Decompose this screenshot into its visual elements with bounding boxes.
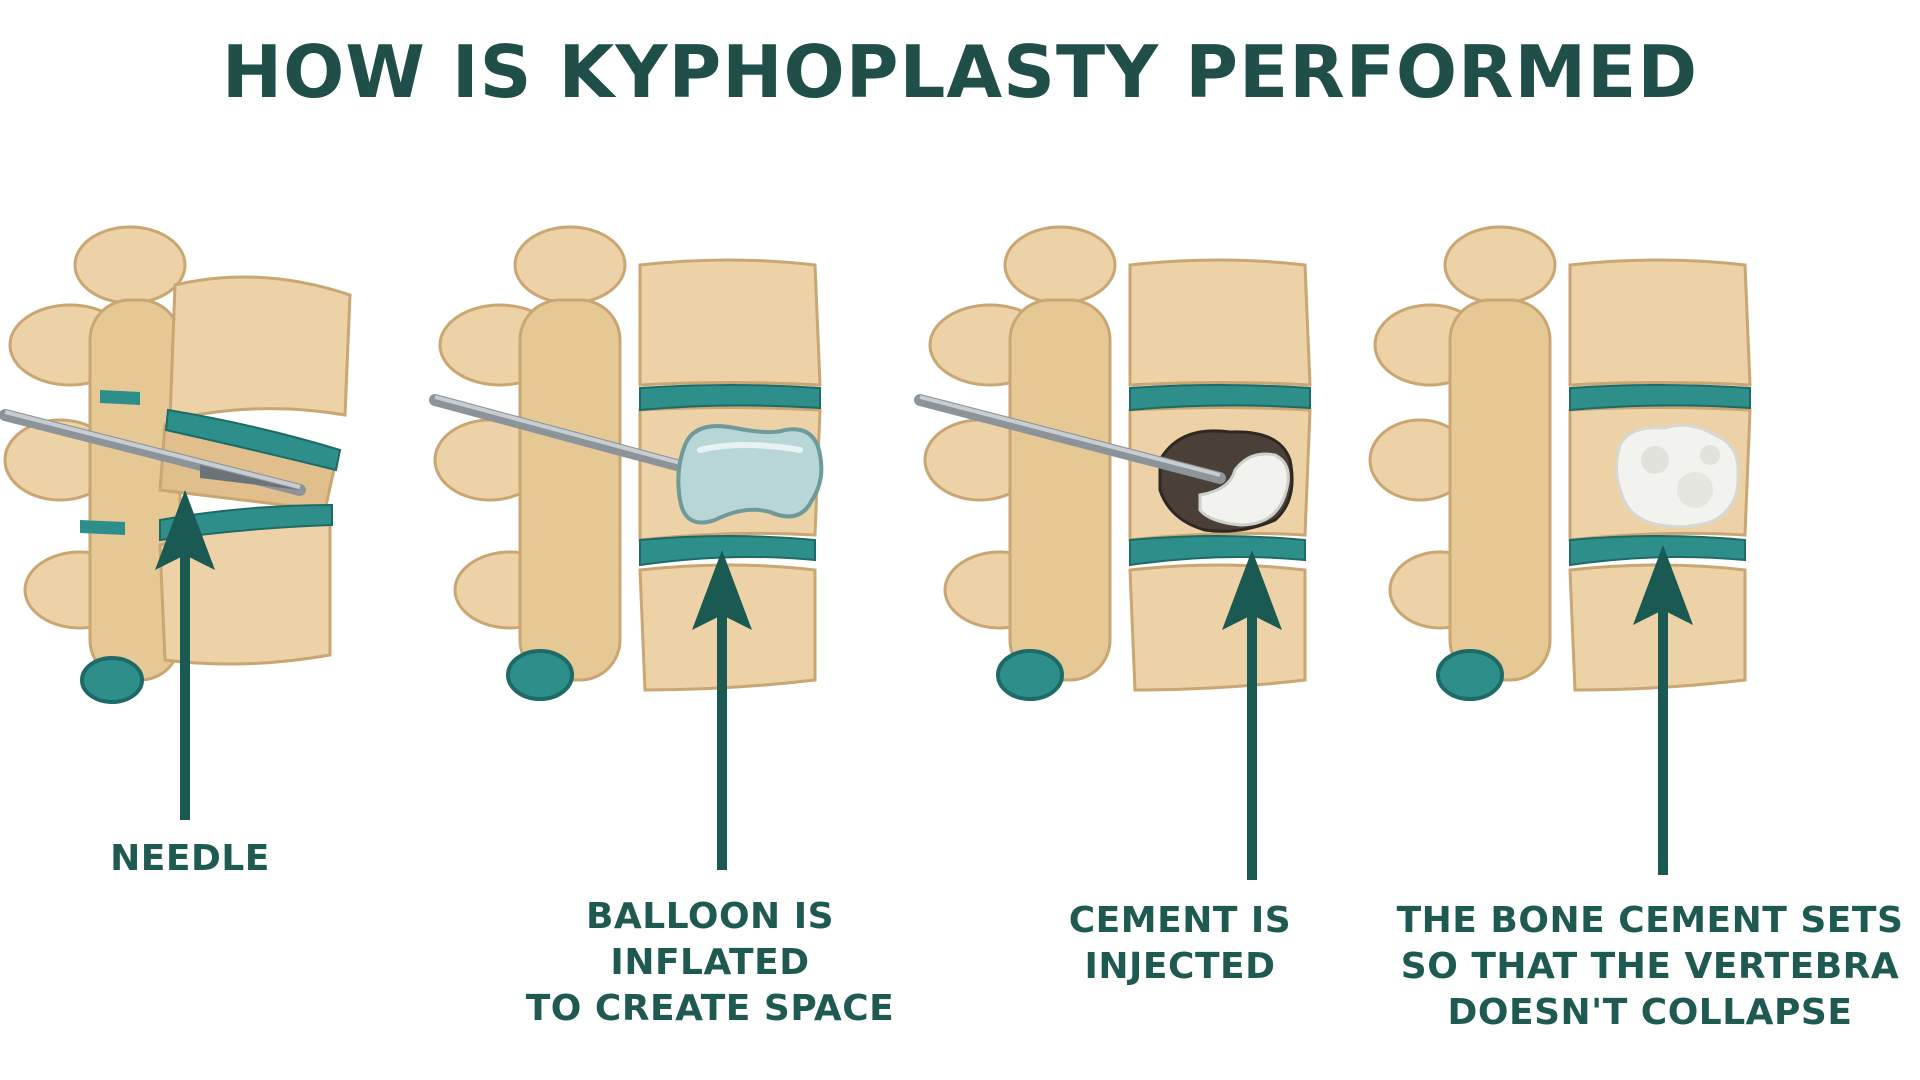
- balloon-icon: [678, 426, 821, 522]
- step-panel-needle: NEEDLE: [0, 0, 480, 1080]
- caption-line: TO CREATE SPACE: [490, 986, 930, 1032]
- caption-line: CEMENT IS: [1040, 898, 1320, 944]
- step-panel-balloon: BALLOON IS INFLATED TO CREATE SPACE: [440, 0, 960, 1080]
- caption-line: DOESN'T COLLAPSE: [1385, 990, 1915, 1036]
- step-caption: CEMENT IS INJECTED: [1040, 898, 1320, 990]
- step-caption: NEEDLE: [40, 836, 340, 882]
- step-panel-cement-set: THE BONE CEMENT SETS SO THAT THE VERTEBR…: [1390, 0, 1910, 1080]
- spine-illustration: [0, 0, 480, 1080]
- step-panel-cement: CEMENT IS INJECTED: [930, 0, 1390, 1080]
- caption-line: INJECTED: [1040, 944, 1320, 990]
- step-caption: BALLOON IS INFLATED TO CREATE SPACE: [490, 894, 930, 1032]
- cement-icon: [1160, 431, 1292, 531]
- step-caption: THE BONE CEMENT SETS SO THAT THE VERTEBR…: [1385, 898, 1915, 1036]
- caption-line: SO THAT THE VERTEBRA: [1385, 944, 1915, 990]
- caption-line: BALLOON IS INFLATED: [490, 894, 930, 986]
- cement-set-icon: [1616, 425, 1738, 526]
- caption-line: NEEDLE: [40, 836, 340, 882]
- caption-line: THE BONE CEMENT SETS: [1385, 898, 1915, 944]
